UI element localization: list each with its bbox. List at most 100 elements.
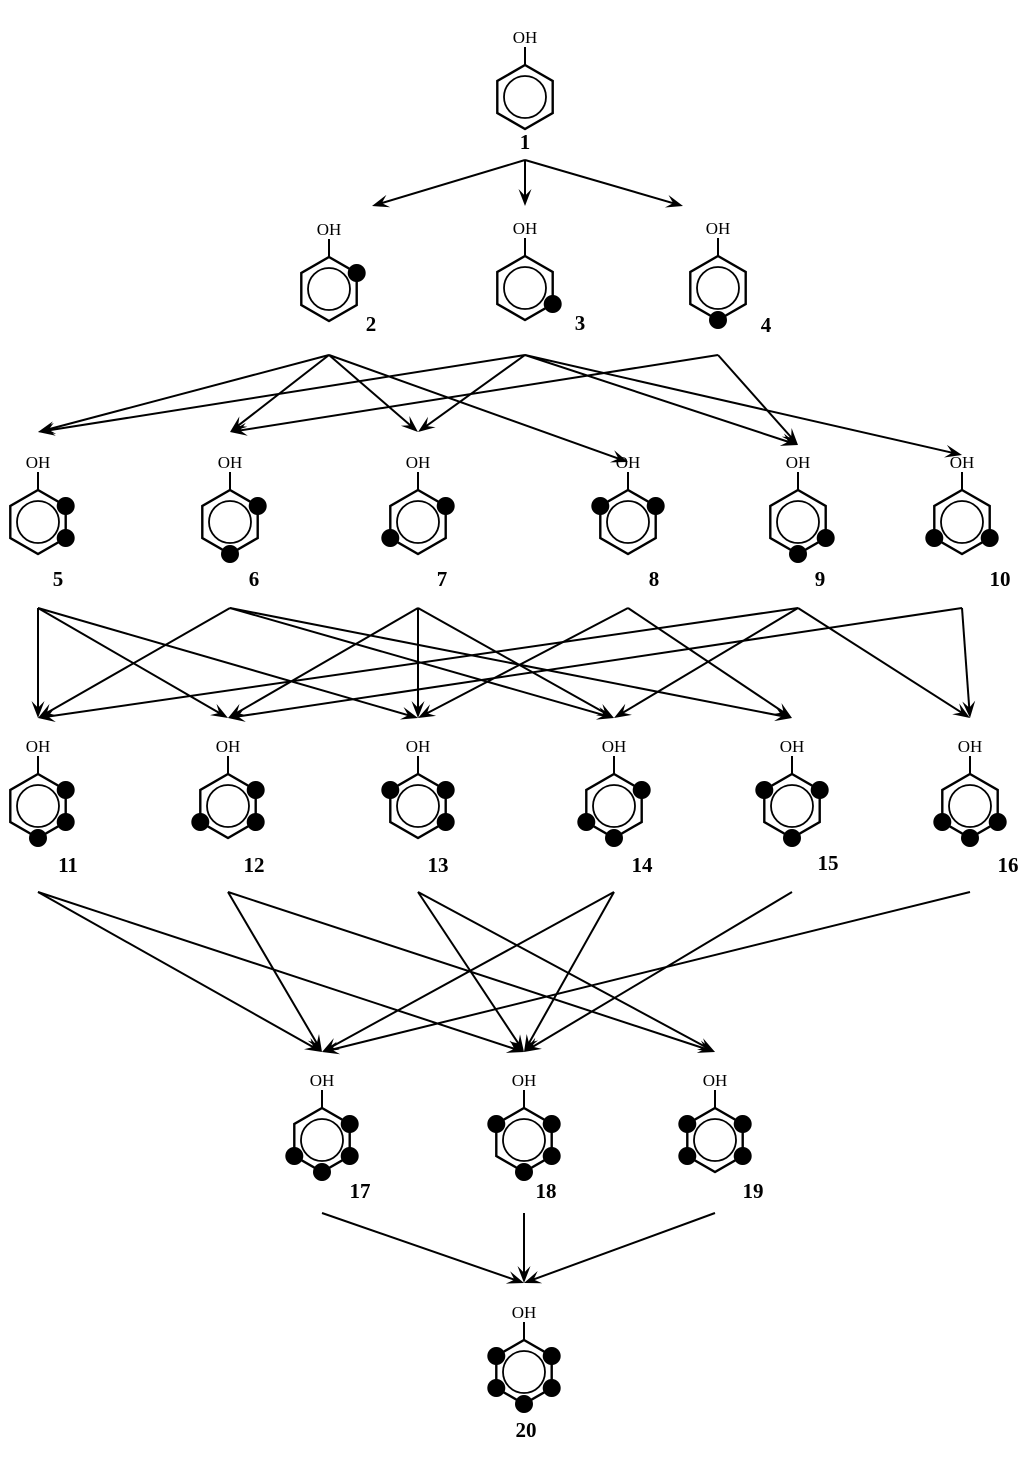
aromatic-circle: [503, 75, 547, 119]
arrow-9-to-14: [614, 607, 799, 718]
oh-group-label: OH: [950, 453, 975, 472]
substituent-dot-position-2: [347, 264, 366, 282]
substituent-dot-position-4: [515, 1395, 533, 1413]
oh-group-label: OH: [26, 737, 51, 756]
substituent-dot-position-5: [381, 529, 400, 547]
arrow-1-to-4: [524, 159, 683, 208]
benzene-ring: [495, 1106, 553, 1174]
substituent-dot-position-2: [340, 1115, 359, 1133]
substituent-dot-position-3: [980, 529, 999, 547]
benzene-ring: [293, 1106, 351, 1174]
substituent-dot-position-2: [542, 1115, 561, 1133]
arrow-17-to-20: [321, 1212, 524, 1284]
substituent-dot-position-2: [733, 1115, 752, 1133]
arrow-3-to-7: [418, 354, 526, 432]
compound-8: OH8: [591, 453, 665, 591]
benzene-ring: [763, 772, 821, 840]
oh-group-label: OH: [602, 737, 627, 756]
arrow-13-to-18: [417, 891, 524, 1052]
benzene-ring: [201, 488, 259, 556]
compound-number: 9: [815, 567, 826, 591]
benzene-ring: [689, 254, 747, 322]
arrow-13-to-19: [417, 891, 715, 1052]
substituent-dot-position-2: [646, 497, 665, 515]
compound-4: OH 4: [689, 219, 772, 337]
arrow-5-to-13: [37, 607, 418, 720]
substituent-dot-position-6: [755, 781, 774, 799]
compound-number: 5: [53, 567, 64, 591]
benzene-ring: [9, 772, 67, 840]
substituent-dot-position-6: [678, 1115, 697, 1133]
arrow-3-to-5: [38, 354, 526, 436]
aromatic-circle: [307, 267, 351, 311]
substituent-dot-position-3: [436, 813, 455, 831]
substituent-dot-position-5: [487, 1379, 506, 1397]
aromatic-circle: [503, 266, 547, 310]
compound-number: 4: [761, 313, 772, 337]
substituent-dot-position-3: [56, 813, 75, 831]
aromatic-circle: [396, 500, 440, 544]
compound-number: 18: [536, 1179, 557, 1203]
arrow-1-to-3: [518, 160, 532, 206]
substituent-dot-position-5: [577, 813, 596, 831]
aromatic-circle: [606, 500, 650, 544]
oh-group-label: OH: [513, 28, 538, 47]
aromatic-circle: [300, 1118, 344, 1162]
arrow-9-to-16: [797, 607, 970, 718]
compound-2: OH2: [300, 220, 376, 336]
benzene-ring: [769, 488, 827, 556]
substituent-dot-position-4: [313, 1163, 331, 1181]
compound-number: 11: [58, 853, 78, 877]
substituent-dot-position-2: [56, 781, 75, 799]
arrow-7-to-12: [228, 607, 419, 718]
arrow-1-to-2: [372, 159, 526, 208]
arrow-6-to-14: [229, 607, 614, 720]
compound-number: 20: [516, 1418, 537, 1442]
arrow-4-to-6: [230, 354, 719, 436]
substituent-dot-position-2: [436, 497, 455, 515]
oh-group-label: OH: [218, 453, 243, 472]
substituent-dot-position-3: [816, 529, 835, 547]
arrow-5-to-11: [31, 608, 45, 718]
substituent-dot-position-2: [436, 781, 455, 799]
compound-11: OH 11: [9, 737, 78, 877]
substituent-dot-position-2: [632, 781, 651, 799]
benzene-ring: [9, 488, 67, 556]
substituent-dot-position-3: [988, 813, 1007, 831]
arrow-8-to-15: [627, 607, 792, 718]
aromatic-circle: [206, 784, 250, 828]
compound-number: 8: [649, 567, 660, 591]
substituent-dot-position-4: [961, 829, 979, 847]
oh-group-label: OH: [706, 219, 731, 238]
compound-7: OH7: [381, 453, 455, 591]
oh-group-label: OH: [512, 1303, 537, 1322]
arrow-6-to-11: [38, 607, 231, 718]
compound-9: OH9: [769, 453, 835, 591]
substituent-dot-position-2: [542, 1347, 561, 1365]
compound-number: 12: [244, 853, 265, 877]
arrow-12-to-17: [227, 891, 322, 1052]
arrow-3-to-9: [524, 354, 798, 446]
oh-group-label: OH: [513, 219, 538, 238]
arrow-9-to-11: [38, 607, 799, 722]
substituent-dot-position-3: [56, 529, 75, 547]
oh-group-label: OH: [703, 1071, 728, 1090]
substituent-dot-position-2: [810, 781, 829, 799]
substituent-dot-position-6: [487, 1347, 506, 1365]
oh-group-label: OH: [317, 220, 342, 239]
compound-3: OH3: [496, 219, 585, 335]
arrow-2-to-6: [230, 354, 330, 432]
substituent-dot-position-5: [191, 813, 210, 831]
arrow-16-to-17: [322, 891, 971, 1055]
arrows-layer: [31, 159, 976, 1284]
aromatic-circle: [776, 500, 820, 544]
compound-6: OH6: [201, 453, 267, 591]
arrow-10-to-16: [961, 607, 976, 718]
arrow-4-to-9: [717, 354, 798, 445]
